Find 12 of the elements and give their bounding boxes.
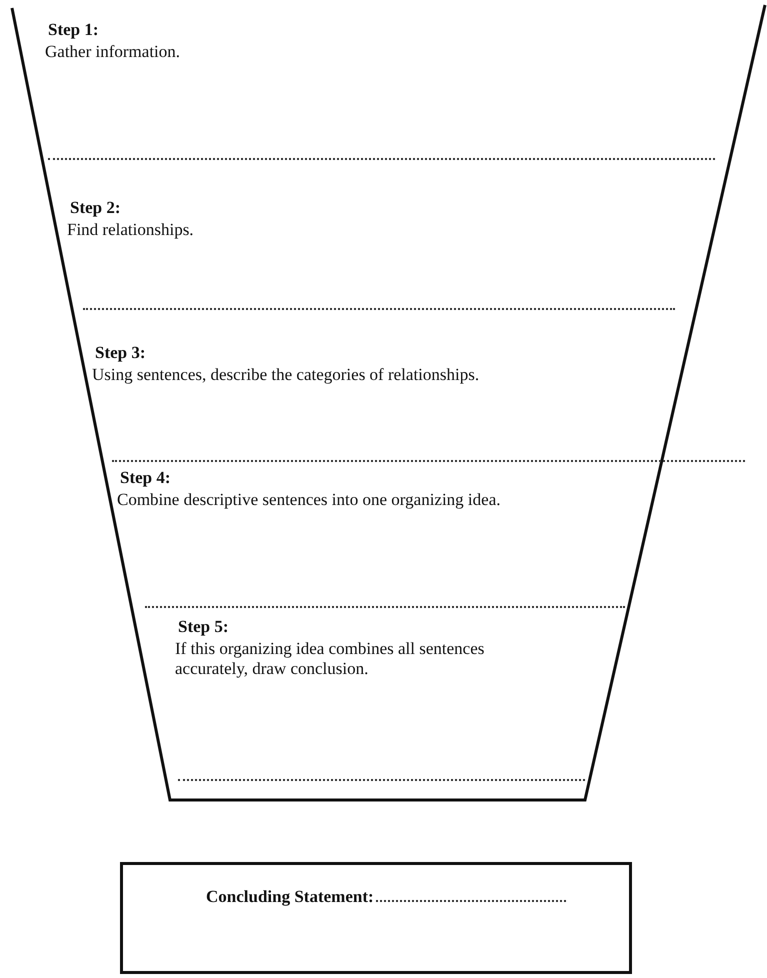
conclusion-box [120,862,632,974]
step-instruction: If this organizing idea combines all sentences accurately, draw conclusion. [175,639,486,679]
step-instruction: Find relationships. [67,220,195,240]
step-instruction: Gather information. [45,42,182,62]
step-instruction: Using sentences, describe the categories of relationships. [92,365,480,385]
step-heading: Step 2: [70,198,121,218]
step-heading: Step 3: [95,343,146,363]
step-instruction: Combine descriptive sentences into one organizing idea. [117,490,502,510]
step-heading: Step 4: [120,468,171,488]
step-heading: Step 5: [178,617,229,637]
prompt-label: Concluding Statement: [206,887,374,907]
step-heading: Step 1: [48,20,99,40]
